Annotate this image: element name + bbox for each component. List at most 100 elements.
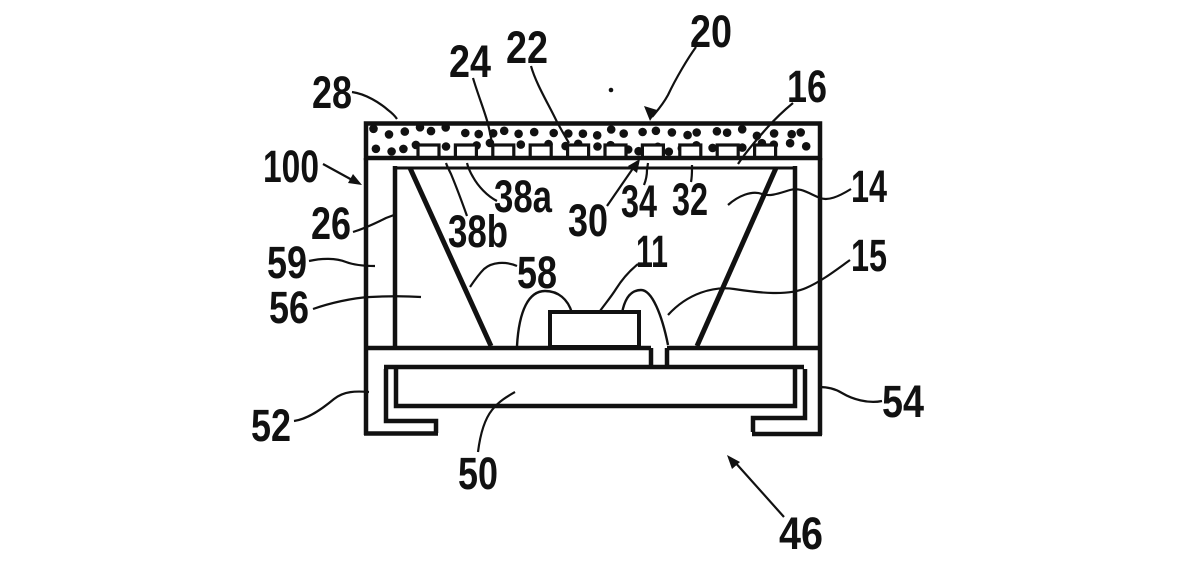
outer-lead-left: [383, 369, 439, 433]
ref-label-28: 28: [312, 67, 352, 118]
phosphor-particle: [441, 142, 451, 151]
leader-line-15: [667, 259, 851, 316]
arrowhead-46: [727, 455, 740, 469]
leader-lines: [293, 46, 883, 518]
phosphor-particle: [801, 142, 811, 151]
leader-line-58: [469, 261, 518, 288]
phosphor-particle: [371, 144, 381, 154]
leader-line-54: [818, 385, 883, 403]
ref-label-38a: 38a: [494, 171, 553, 222]
phosphor-particle: [499, 126, 509, 136]
phosphor-particle: [426, 126, 436, 136]
phosphor-particle: [474, 129, 484, 139]
leader-line-46: [732, 459, 785, 518]
leader-line-59: [308, 257, 376, 268]
leader-line-11: [599, 263, 639, 312]
leader-line-38b: [444, 162, 469, 217]
phosphor-particle: [592, 131, 602, 140]
leader-line-100: [322, 163, 355, 182]
leader-line-16: [737, 102, 794, 165]
phosphor-particle: [785, 138, 795, 148]
phosphor-particle: [516, 140, 526, 149]
phosphor-particle: [593, 142, 602, 151]
cover-plate-outline: [363, 121, 823, 161]
ref-label-26: 26: [311, 198, 351, 249]
phosphor-particle: [514, 129, 523, 139]
arrowhead-100: [348, 174, 362, 185]
phosphor-particle: [461, 128, 470, 138]
phosphor-particle: [387, 147, 396, 156]
ref-label-14: 14: [851, 161, 887, 212]
leader-line-56: [312, 295, 422, 311]
arrowhead-20: [644, 106, 657, 121]
phosphor-particle: [683, 130, 692, 140]
phosphor-particle: [787, 129, 796, 139]
arrowheads: [348, 106, 740, 469]
phosphor-particle: [712, 127, 722, 136]
leader-line-14: [727, 188, 852, 206]
leader-line-38a: [465, 162, 498, 202]
ref-label-46: 46: [779, 508, 823, 559]
reflector-slant-left: [407, 166, 494, 348]
ref-label-54: 54: [882, 376, 924, 427]
ink-speck: [608, 87, 614, 93]
leader-line-22: [529, 65, 570, 144]
phosphor-particle: [549, 128, 558, 138]
leader-line-24: [471, 77, 494, 144]
ref-label-59: 59: [267, 237, 307, 288]
bond-wire-left: [515, 289, 574, 347]
bond-wire-right: [620, 288, 670, 346]
phosphor-particle: [667, 128, 677, 137]
phosphor-particle: [399, 144, 408, 154]
leader-line-28: [351, 90, 398, 120]
ref-label-56: 56: [269, 282, 309, 333]
phosphor-particle: [638, 127, 647, 137]
heat-sink-plate: [393, 369, 798, 409]
leader-line-32: [689, 165, 694, 183]
ref-label-11: 11: [636, 226, 668, 277]
ref-label-22: 22: [506, 22, 548, 73]
leader-line-26: [352, 213, 395, 234]
arrowhead-30: [628, 159, 640, 173]
ref-label-24: 24: [449, 36, 491, 87]
electrode-bump-squares: [416, 143, 778, 160]
ref-label-30: 30: [568, 195, 608, 246]
phosphor-particle: [619, 129, 628, 138]
reference-numerals: 20 22 24 28 16 100 26 38a 38b 30 34 32 1…: [251, 6, 924, 559]
ref-label-38b: 38b: [448, 206, 508, 257]
leader-line-52: [293, 390, 370, 423]
led-chip: [548, 310, 641, 349]
ref-label-52: 52: [251, 400, 291, 451]
phosphor-particle: [529, 127, 539, 137]
phosphor-particle: [708, 143, 717, 153]
leader-line-20: [651, 46, 697, 118]
ref-label-34: 34: [621, 176, 657, 227]
phosphor-particle: [796, 128, 805, 137]
ref-label-50: 50: [458, 448, 498, 499]
leader-line-30: [606, 163, 637, 207]
phosphor-particle: [369, 124, 378, 134]
ref-label-32: 32: [672, 174, 708, 225]
leader-line-50: [476, 391, 516, 453]
ref-label-58: 58: [517, 247, 557, 298]
phosphor-particle: [564, 129, 573, 138]
phosphor-particle: [578, 129, 588, 138]
ref-label-15: 15: [851, 230, 887, 281]
phosphor-particle: [737, 125, 747, 134]
phosphor-particle: [769, 129, 779, 138]
phosphor-particle: [634, 146, 643, 156]
phosphor-particle: [692, 128, 701, 137]
outer-lead-right: [750, 369, 808, 432]
ref-label-100: 100: [263, 141, 319, 192]
phosphor-particle: [664, 147, 674, 156]
leader-line-34: [642, 162, 650, 186]
phosphor-particle: [722, 128, 732, 137]
phosphor-particle: [384, 130, 394, 139]
phosphor-particle: [738, 143, 747, 152]
ref-label-16: 16: [787, 61, 827, 112]
ref-label-20: 20: [690, 6, 732, 57]
phosphor-particle: [606, 125, 616, 134]
phosphor-particle: [651, 126, 661, 136]
